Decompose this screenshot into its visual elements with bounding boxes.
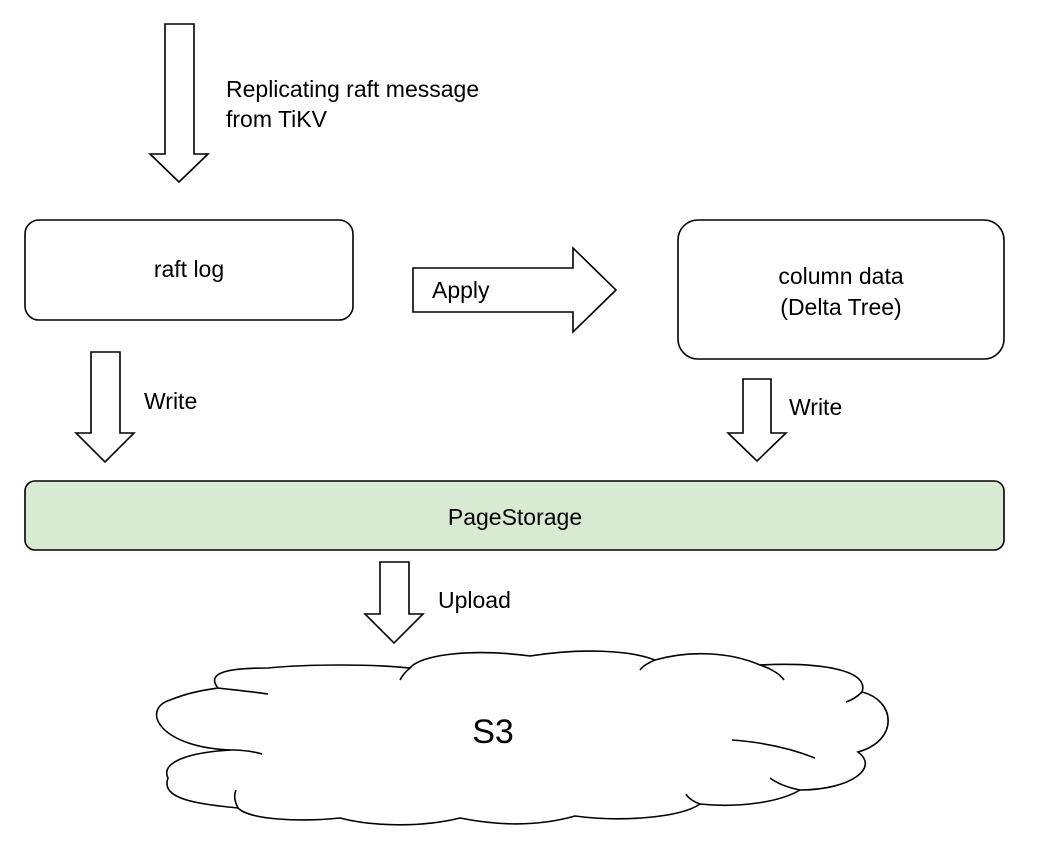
incoming-label-line1: Replicating raft message: [226, 76, 479, 102]
incoming-arrow: [148, 23, 210, 184]
page-storage-bar: PageStorage: [24, 480, 1005, 551]
incoming-label-line2: from TiKV: [226, 106, 328, 132]
column-data-label-line1: column data: [778, 263, 904, 289]
s3-label: S3: [472, 713, 514, 751]
apply-label: Apply: [432, 277, 490, 303]
page-storage-label: PageStorage: [448, 504, 582, 530]
raft-log-box: raft log: [24, 219, 354, 321]
write-left-label: Write: [144, 388, 197, 414]
write-arrow-right: [726, 378, 788, 463]
raft-log-label: raft log: [154, 256, 224, 282]
column-data-label-line2: (Delta Tree): [780, 294, 901, 320]
apply-arrow: Apply: [412, 246, 618, 334]
upload-arrow: [363, 561, 425, 645]
s3-cloud-icon: S3: [155, 650, 889, 826]
upload-label: Upload: [438, 587, 511, 613]
write-right-label: Write: [789, 394, 842, 420]
column-data-box: column data (Delta Tree): [677, 219, 1005, 360]
write-arrow-left: [74, 351, 136, 464]
